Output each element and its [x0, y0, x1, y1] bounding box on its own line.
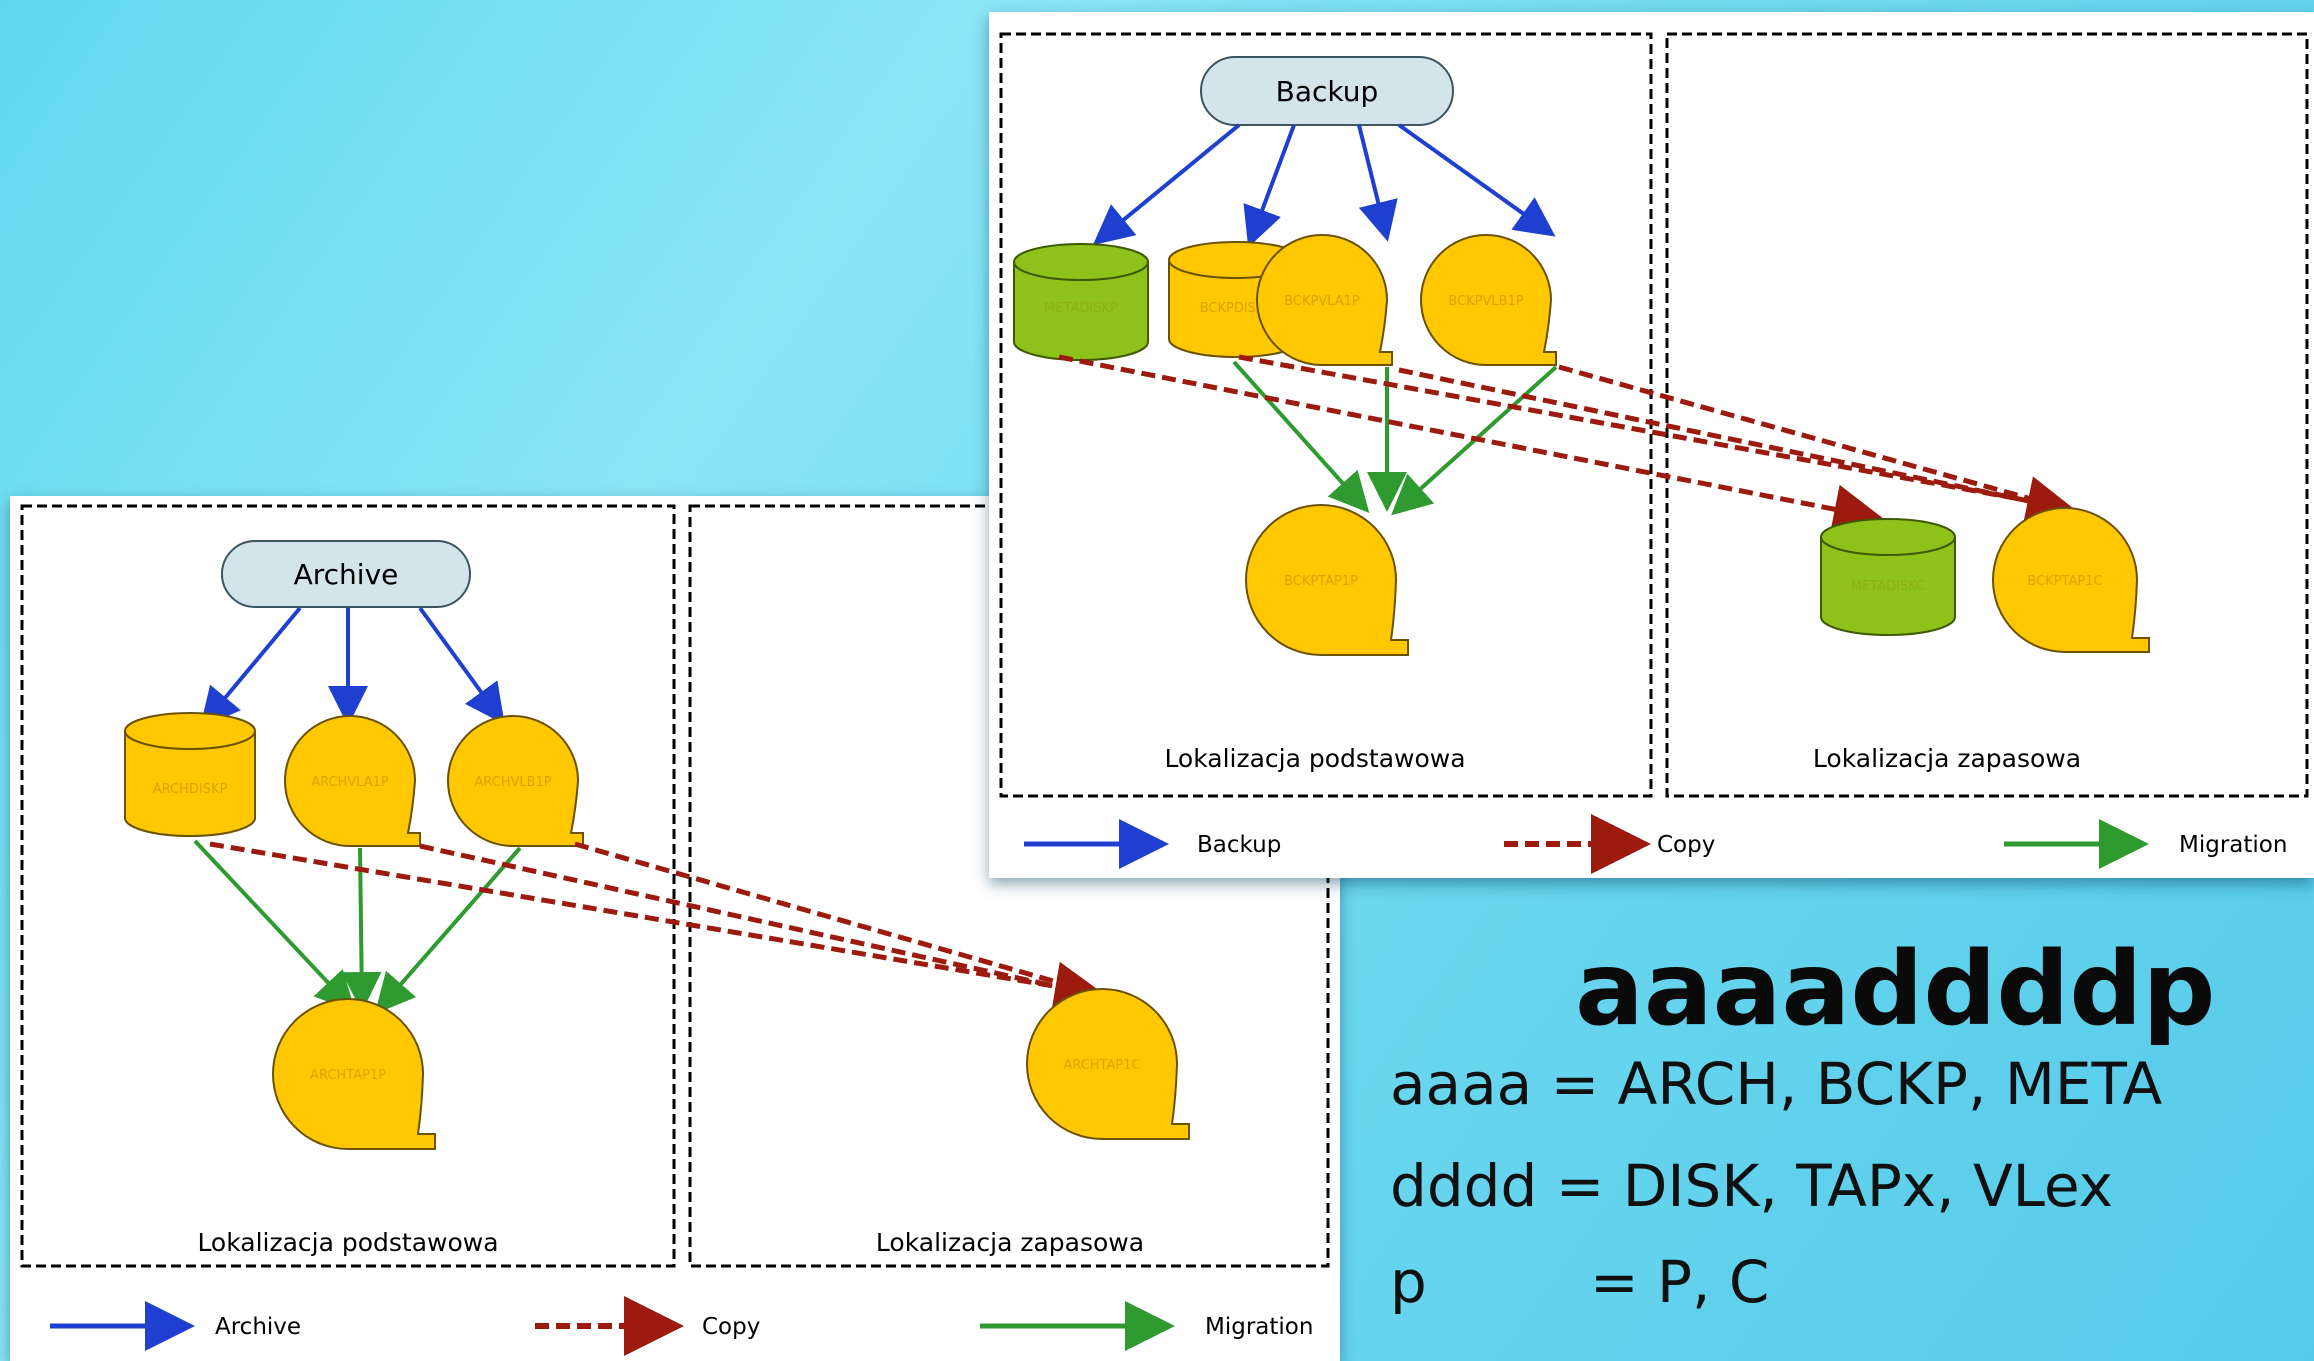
- svg-text:BCKPTAP1P: BCKPTAP1P: [1284, 574, 1358, 589]
- legend-backup-label: Backup: [1197, 832, 1281, 858]
- primary-location-box: [999, 32, 1653, 798]
- backup-copy-4: [1558, 364, 2068, 512]
- archive-copy-3: [574, 841, 1096, 996]
- node-bckpvla1p: BCKPVLA1P: [1256, 234, 1393, 366]
- archive-arrow-1: [199, 606, 302, 729]
- archive-top-node-label: Archive: [294, 558, 399, 591]
- backup-location-box: [1665, 32, 2309, 798]
- legend-copy-label: Copy: [702, 1314, 760, 1340]
- archive-migration-2: [341, 847, 382, 1012]
- archive-top-node: [221, 540, 471, 608]
- node-metadiskc: METADISKC: [1820, 518, 1956, 636]
- backup-migration-1: [1232, 360, 1370, 513]
- node-archtap1p: ARCHTAP1P: [272, 998, 436, 1150]
- naming-aaaa-line: aaaa = ARCH, BCKP, META: [1390, 1050, 2163, 1118]
- svg-text:METADISKC: METADISKC: [1851, 579, 1925, 594]
- naming-p-key: p: [1390, 1248, 1427, 1316]
- node-bckptap1c: BCKPTAP1C: [1992, 507, 2150, 653]
- legend-archive-label: Archive: [215, 1314, 301, 1340]
- legend-migration-label: Migration: [2179, 832, 2287, 858]
- naming-dddd-line: dddd = DISK, TAPx, VLex: [1390, 1152, 2113, 1220]
- primary-location-label: Lokalizacja podstawowa: [1164, 744, 1465, 773]
- svg-text:ARCHDISKP: ARCHDISKP: [153, 782, 228, 797]
- naming-p-line: p = P, C: [1390, 1248, 1769, 1316]
- backup-location-label: Lokalizacja zapasowa: [1813, 744, 2081, 773]
- backup-location-label: Lokalizacja zapasowa: [876, 1228, 1144, 1257]
- node-metadiskp: METADISKP: [1013, 243, 1149, 361]
- backup-arrow-2: [1243, 124, 1296, 248]
- svg-text:METADISKP: METADISKP: [1044, 301, 1118, 316]
- node-bckptap1p: BCKPTAP1P: [1245, 504, 1409, 656]
- svg-text:ARCHTAP1P: ARCHTAP1P: [310, 1068, 386, 1083]
- backup-diagram-canvas: Lokalizacja podstawowa Lokalizacja zapas…: [999, 32, 2309, 874]
- legend-copy-label: Copy: [1657, 832, 1715, 858]
- naming-pattern-title: aaaaddddp: [1575, 930, 2216, 1049]
- svg-text:BCKPVLA1P: BCKPVLA1P: [1284, 294, 1360, 309]
- backup-arrow-3: [1357, 124, 1398, 242]
- archive-migration-3: [374, 846, 522, 1015]
- node-archvla1p: ARCHVLA1P: [284, 715, 421, 847]
- naming-p-value: = P, C: [1590, 1248, 1770, 1316]
- backup-top-node: [1200, 56, 1454, 126]
- backup-arrow-4: [1397, 123, 1556, 237]
- node-archdiskp: ARCHDISKP: [124, 712, 256, 837]
- archive-copy-2: [419, 843, 1096, 998]
- backup-diagram: Lokalizacja podstawowa Lokalizacja zapas…: [989, 12, 2314, 878]
- svg-text:ARCHVLA1P: ARCHVLA1P: [311, 775, 389, 790]
- svg-text:ARCHVLB1P: ARCHVLB1P: [474, 775, 551, 790]
- legend-migration-label: Migration: [1205, 1314, 1313, 1340]
- node-bckpvlb1p: BCKPVLB1P: [1420, 234, 1557, 366]
- svg-text:BCKPTAP1C: BCKPTAP1C: [2027, 574, 2102, 589]
- backup-copy-1: [1058, 354, 1884, 534]
- backup-arrow-1: [1092, 123, 1241, 246]
- archive-migration-1: [193, 839, 356, 1012]
- archive-arrow-3: [418, 606, 505, 725]
- backup-top-node-label: Backup: [1276, 75, 1379, 108]
- backup-copy-2: [1238, 354, 2065, 510]
- archive-diagram-canvas: Lokalizacja podstawowa Lokalizacja zapas…: [20, 504, 1330, 1356]
- svg-text:ARCHTAP1C: ARCHTAP1C: [1063, 1058, 1140, 1073]
- svg-text:BCKPDISKP: BCKPDISKP: [1200, 301, 1273, 316]
- node-archtap1c: ARCHTAP1C: [1026, 988, 1190, 1140]
- archive-copy-1: [209, 841, 1105, 1012]
- node-archvlb1p: ARCHVLB1P: [447, 715, 584, 847]
- backup-copy-3: [1398, 367, 2077, 526]
- svg-text:BCKPVLB1P: BCKPVLB1P: [1448, 294, 1523, 309]
- primary-location-label: Lokalizacja podstawowa: [197, 1228, 498, 1257]
